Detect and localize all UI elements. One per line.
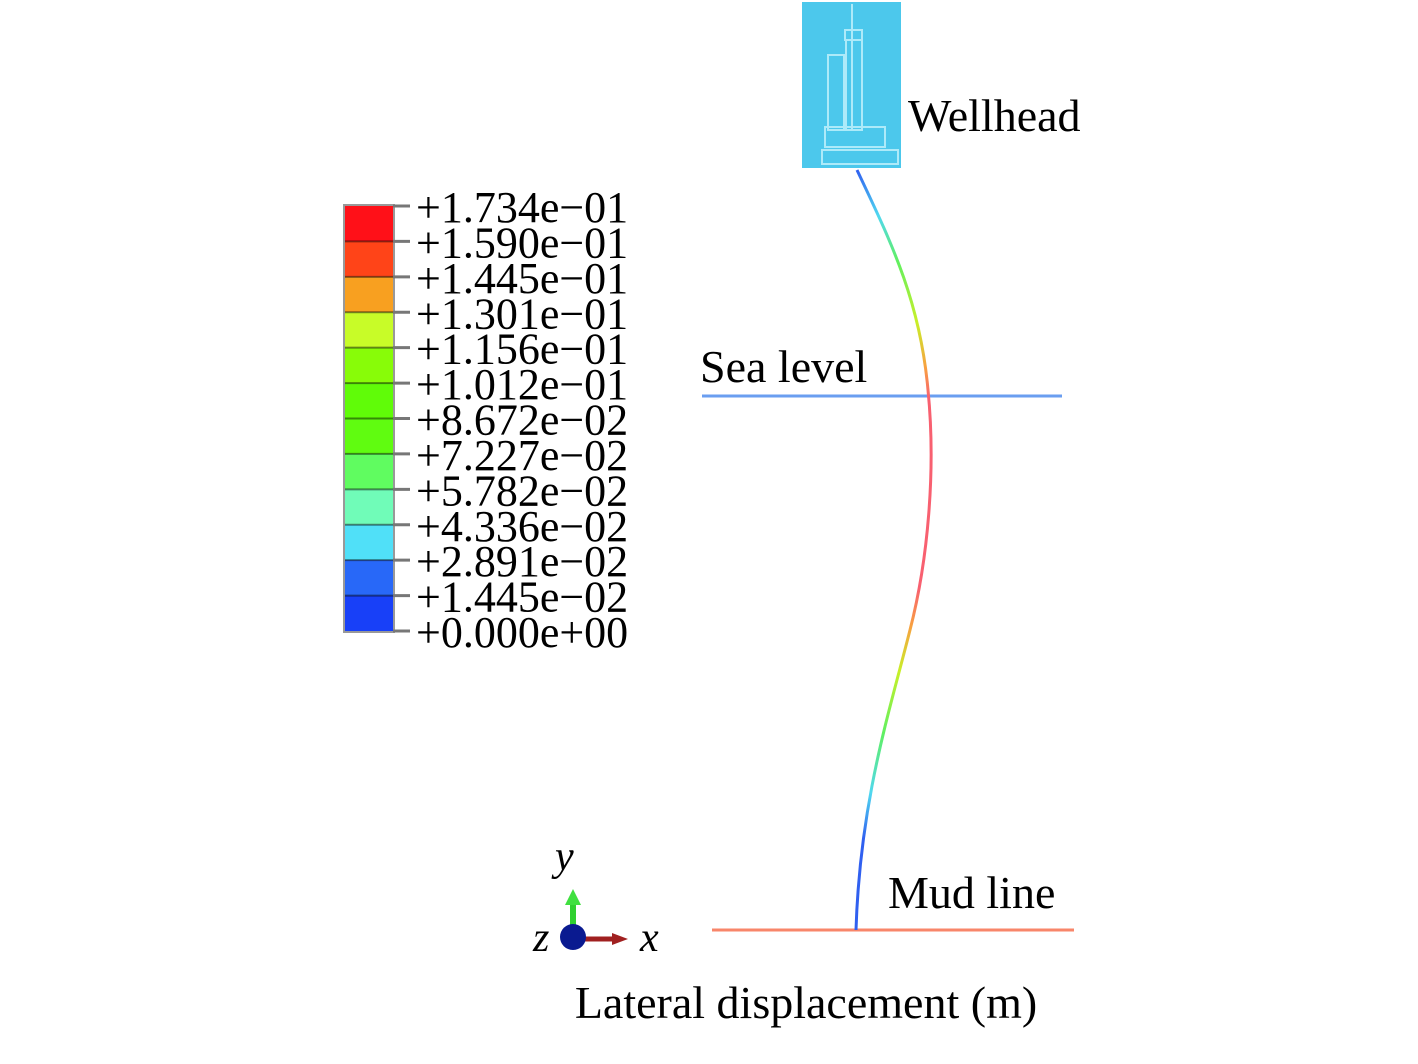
axis-triad: y z x: [532, 834, 659, 961]
sea-level-label: Sea level: [700, 341, 867, 392]
legend-color-band: [345, 489, 393, 525]
legend-label: +8.672e−02: [416, 396, 628, 445]
legend-label: +2.891e−02: [416, 537, 628, 586]
legend-label: +1.445e−02: [416, 573, 628, 622]
legend-label: +1.445e−01: [416, 254, 628, 303]
mud-line-label: Mud line: [888, 867, 1055, 918]
legend-label: +5.782e−02: [416, 466, 628, 515]
legend-label: +1.734e−01: [416, 183, 628, 232]
z-axis-dot: [560, 924, 586, 950]
x-axis-title: Lateral displacement (m): [575, 977, 1037, 1028]
legend-color-band: [345, 276, 393, 313]
legend-color-band: [345, 418, 393, 454]
legend-color-band: [345, 312, 393, 348]
legend-label: +1.301e−01: [416, 289, 628, 338]
legend-color-band: [345, 383, 393, 419]
wellhead-platform-icon: [802, 2, 901, 168]
legend-color-band: [345, 241, 393, 277]
legend-color-band: [345, 347, 393, 384]
legend-label: +1.156e−01: [416, 325, 628, 374]
legend-color-band: [345, 595, 393, 631]
y-axis-label: y: [551, 834, 574, 880]
legend-label: +7.227e−02: [416, 431, 628, 480]
wellhead-label: Wellhead: [908, 90, 1081, 141]
legend-label: +4.336e−02: [416, 502, 628, 551]
legend-color-band: [345, 524, 393, 561]
legend-color-band: [345, 453, 393, 490]
legend-color-band: [345, 206, 393, 242]
legend-label: +1.590e−01: [416, 218, 628, 267]
x-axis-label: x: [639, 915, 659, 961]
legend-color-band: [345, 560, 393, 596]
color-legend: +1.734e−01+1.590e−01+1.445e−01+1.301e−01…: [343, 183, 628, 657]
legend-label: +1.012e−01: [416, 360, 628, 409]
z-axis-label: z: [532, 915, 549, 961]
riser-deformed-curve: [854, 169, 933, 931]
legend-label: +0.000e+00: [416, 608, 628, 657]
